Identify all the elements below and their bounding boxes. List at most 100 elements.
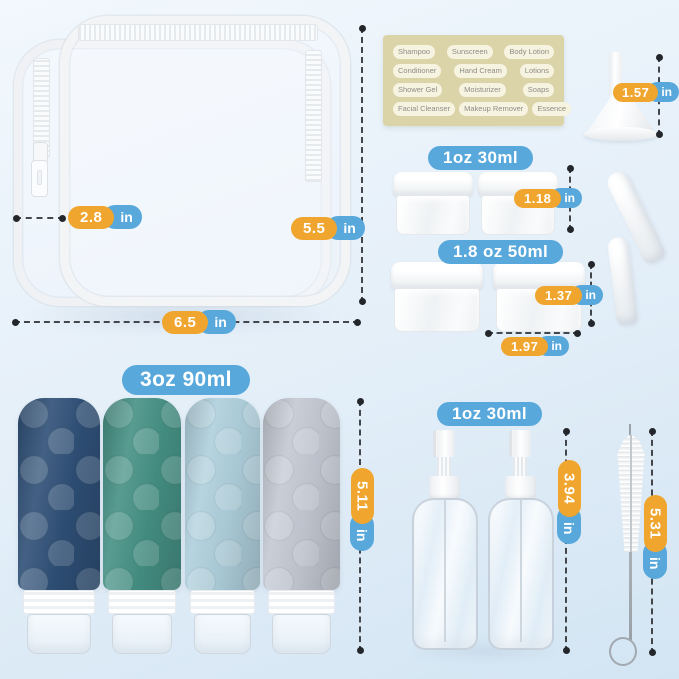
measure-dot: [354, 318, 361, 326]
measure-dot: [562, 428, 570, 435]
product-label: Shower Gel: [393, 82, 443, 98]
brush-handle-wire: [629, 552, 632, 640]
measure-dot: [562, 647, 570, 654]
zipper-slider: [33, 142, 48, 162]
spray-dip-tube: [520, 500, 522, 642]
brush-handle-loop: [609, 637, 637, 666]
product-label: Lotions: [519, 63, 554, 79]
bottle-clear-cap: [112, 614, 172, 654]
measure-dot: [358, 298, 366, 305]
measure-dot: [356, 398, 364, 405]
squeeze-bottle-height-measurement: 5.11 in: [350, 468, 374, 551]
measure-dot: [358, 25, 366, 32]
measure-dot: [485, 329, 492, 337]
silicone-bottle-navy: [18, 398, 100, 590]
measure-dot: [356, 647, 364, 654]
measure-dot: [655, 131, 663, 138]
label-row: Shampoo Sunscreen Body Lotion: [393, 44, 554, 60]
jar-body: [394, 289, 480, 332]
measure-dot: [13, 214, 20, 222]
large-jar-width-measure-line: [485, 329, 581, 337]
brush-bristles: [617, 434, 645, 552]
bag-depth-measurement: 2.8 in: [68, 205, 142, 229]
measure-dot: [587, 261, 595, 268]
brush-height-measurement: 5.31 in: [643, 495, 667, 579]
product-label: Soaps: [522, 82, 554, 98]
silicone-bottle-gray: [263, 398, 340, 590]
bottle-neck-band: [23, 590, 95, 614]
large-jars-title: 1.8 oz 50ml: [438, 240, 564, 264]
brush-core-wire: [630, 434, 632, 552]
measurement-value: 1.37: [535, 285, 583, 305]
jar-lid: [391, 262, 483, 289]
spray-collar: [429, 476, 460, 500]
cosmetic-jar-large: [391, 262, 483, 332]
product-label: Makeup Remover: [459, 101, 529, 117]
measure-dot: [587, 320, 595, 327]
cosmetic-jar-small: [393, 172, 473, 235]
measure-dot: [648, 428, 656, 435]
spray-bottles-title: 1oz 30ml: [437, 402, 543, 426]
funnel-height-measurement: 1.57 in: [613, 82, 679, 102]
measurement-value: 1.97: [501, 336, 549, 356]
silicone-bottle-teal: [103, 398, 181, 590]
bag-depth-measure-line: [13, 214, 66, 222]
jar-lid: [393, 172, 473, 196]
bottle-clear-cap: [272, 614, 331, 654]
bag-height-measurement: 5.5 in: [291, 216, 365, 240]
bottle-clear-cap: [194, 614, 251, 654]
measure-dot: [655, 54, 663, 61]
zipper-teeth-right: [305, 50, 322, 182]
zipper-teeth-top: [78, 24, 318, 41]
label-row: Shower Gel Moisturizer Soaps: [393, 82, 554, 98]
spray-bottle-height-measurement: 3.94 in: [557, 460, 581, 544]
small-jar-height-measurement: 1.18 in: [514, 188, 582, 208]
measurement-value: 6.5: [162, 310, 209, 334]
bottle-neck-band: [108, 590, 176, 614]
product-label: Body Lotion: [504, 44, 554, 60]
large-jar-height-measurement: 1.37 in: [535, 285, 603, 305]
zipper-pull: [31, 160, 48, 197]
label-sticker-sheet: Shampoo Sunscreen Body Lotion Conditione…: [383, 35, 572, 126]
label-row: Conditioner Hand Cream Lotions: [393, 63, 554, 79]
product-label: Essence: [532, 101, 572, 117]
small-jars-title: 1oz 30ml: [428, 146, 534, 170]
measurement-value: 5.11: [350, 468, 374, 525]
spray-stem: [437, 457, 451, 478]
measure-dot: [648, 649, 656, 656]
product-label: Facial Cleanser: [393, 101, 456, 117]
label-row: Facial Cleanser Makeup Remover Essence: [393, 101, 572, 117]
measurement-value: 5.5: [291, 216, 338, 240]
spray-dip-tube: [444, 500, 446, 642]
bag-width-measurement: 6.5 in: [162, 310, 236, 334]
funnel-base: [584, 127, 658, 141]
bottle-neck-band: [190, 590, 255, 614]
brush-tip-wire: [629, 424, 631, 436]
bottle-neck-band: [268, 590, 335, 614]
squeeze-bottles-title: 3oz 90ml: [122, 365, 250, 395]
bottle-clear-cap: [27, 614, 91, 654]
measurement-value: 3.94: [557, 460, 581, 518]
measurement-value: 1.57: [613, 82, 659, 102]
large-jar-width-measurement: 1.97 in: [501, 336, 569, 356]
measure-dot: [59, 214, 66, 222]
spray-stem: [513, 457, 527, 478]
spray-nozzle: [433, 430, 455, 457]
product-label: Sunscreen: [446, 44, 493, 60]
measurement-value: 1.18: [514, 188, 562, 208]
spray-collar: [505, 476, 536, 500]
product-label: Moisturizer: [459, 82, 506, 98]
measurement-value: 5.31: [643, 495, 667, 553]
bag-height-measure-line: [358, 25, 366, 305]
product-label: Shampoo: [393, 44, 436, 60]
product-label: Conditioner: [393, 63, 442, 79]
measure-dot: [574, 329, 581, 337]
measure-dot: [566, 165, 574, 172]
bag-front-panel: [60, 16, 350, 306]
measure-dot: [12, 318, 19, 326]
measurement-value: 2.8: [68, 205, 115, 229]
measure-dot: [566, 226, 574, 233]
silicone-bottle-lightblue: [185, 398, 260, 590]
spray-nozzle: [509, 430, 531, 457]
